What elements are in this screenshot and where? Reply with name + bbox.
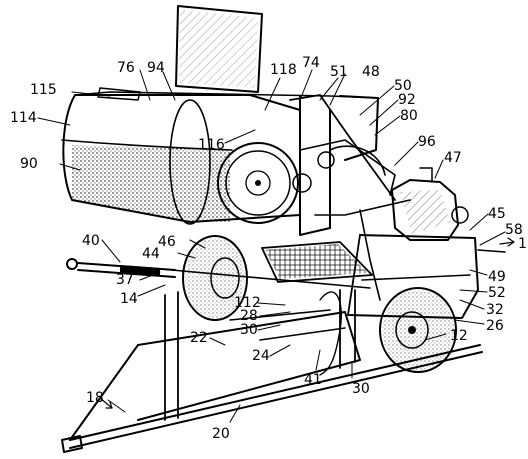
label-18-arrow bbox=[99, 397, 113, 409]
mesh-deck bbox=[261, 241, 373, 283]
label-94: 94 bbox=[147, 60, 165, 76]
label-48: 48 bbox=[362, 64, 380, 80]
top-panel bbox=[175, 5, 263, 93]
label-96: 96 bbox=[418, 134, 436, 150]
label-10-arrow bbox=[499, 237, 515, 247]
label-12: 12 bbox=[450, 328, 468, 344]
label-30-upper: 30 bbox=[240, 322, 258, 338]
label-114: 114 bbox=[10, 110, 37, 126]
trailer-chassis bbox=[61, 267, 483, 453]
label-116: 116 bbox=[198, 137, 225, 153]
engine bbox=[391, 167, 469, 241]
pulley-wheel bbox=[217, 142, 335, 224]
label-90: 90 bbox=[20, 156, 38, 172]
tow-handle bbox=[66, 258, 176, 278]
label-76: 76 bbox=[117, 60, 135, 76]
right-wheel bbox=[379, 287, 457, 373]
label-92: 92 bbox=[398, 92, 416, 108]
label-50: 50 bbox=[394, 78, 412, 94]
label-20: 20 bbox=[212, 426, 230, 442]
label-46: 46 bbox=[158, 234, 176, 250]
label-28: 28 bbox=[240, 308, 258, 324]
label-45: 45 bbox=[488, 206, 506, 222]
label-112: 112 bbox=[234, 295, 261, 311]
label-10: 1 bbox=[518, 236, 527, 252]
label-30-lower: 30 bbox=[352, 381, 370, 397]
label-80: 80 bbox=[400, 108, 418, 124]
label-37: 37 bbox=[116, 272, 134, 288]
label-51: 51 bbox=[330, 64, 348, 80]
label-26: 26 bbox=[486, 318, 504, 334]
label-47: 47 bbox=[444, 150, 462, 166]
label-44: 44 bbox=[142, 246, 160, 262]
label-18: 18 bbox=[86, 390, 104, 406]
label-74: 74 bbox=[302, 55, 320, 71]
label-52: 52 bbox=[488, 285, 506, 301]
label-41: 41 bbox=[304, 372, 322, 388]
label-22: 22 bbox=[190, 330, 208, 346]
leader-lines bbox=[37, 69, 506, 423]
label-58: 58 bbox=[505, 222, 523, 238]
label-118: 118 bbox=[270, 62, 297, 78]
left-wheel bbox=[182, 235, 248, 321]
label-40: 40 bbox=[82, 233, 100, 249]
label-49: 49 bbox=[488, 269, 506, 285]
label-14: 14 bbox=[120, 291, 138, 307]
label-24: 24 bbox=[252, 348, 270, 364]
upper-frame bbox=[289, 94, 411, 301]
label-115: 115 bbox=[30, 82, 57, 98]
label-32: 32 bbox=[486, 302, 504, 318]
